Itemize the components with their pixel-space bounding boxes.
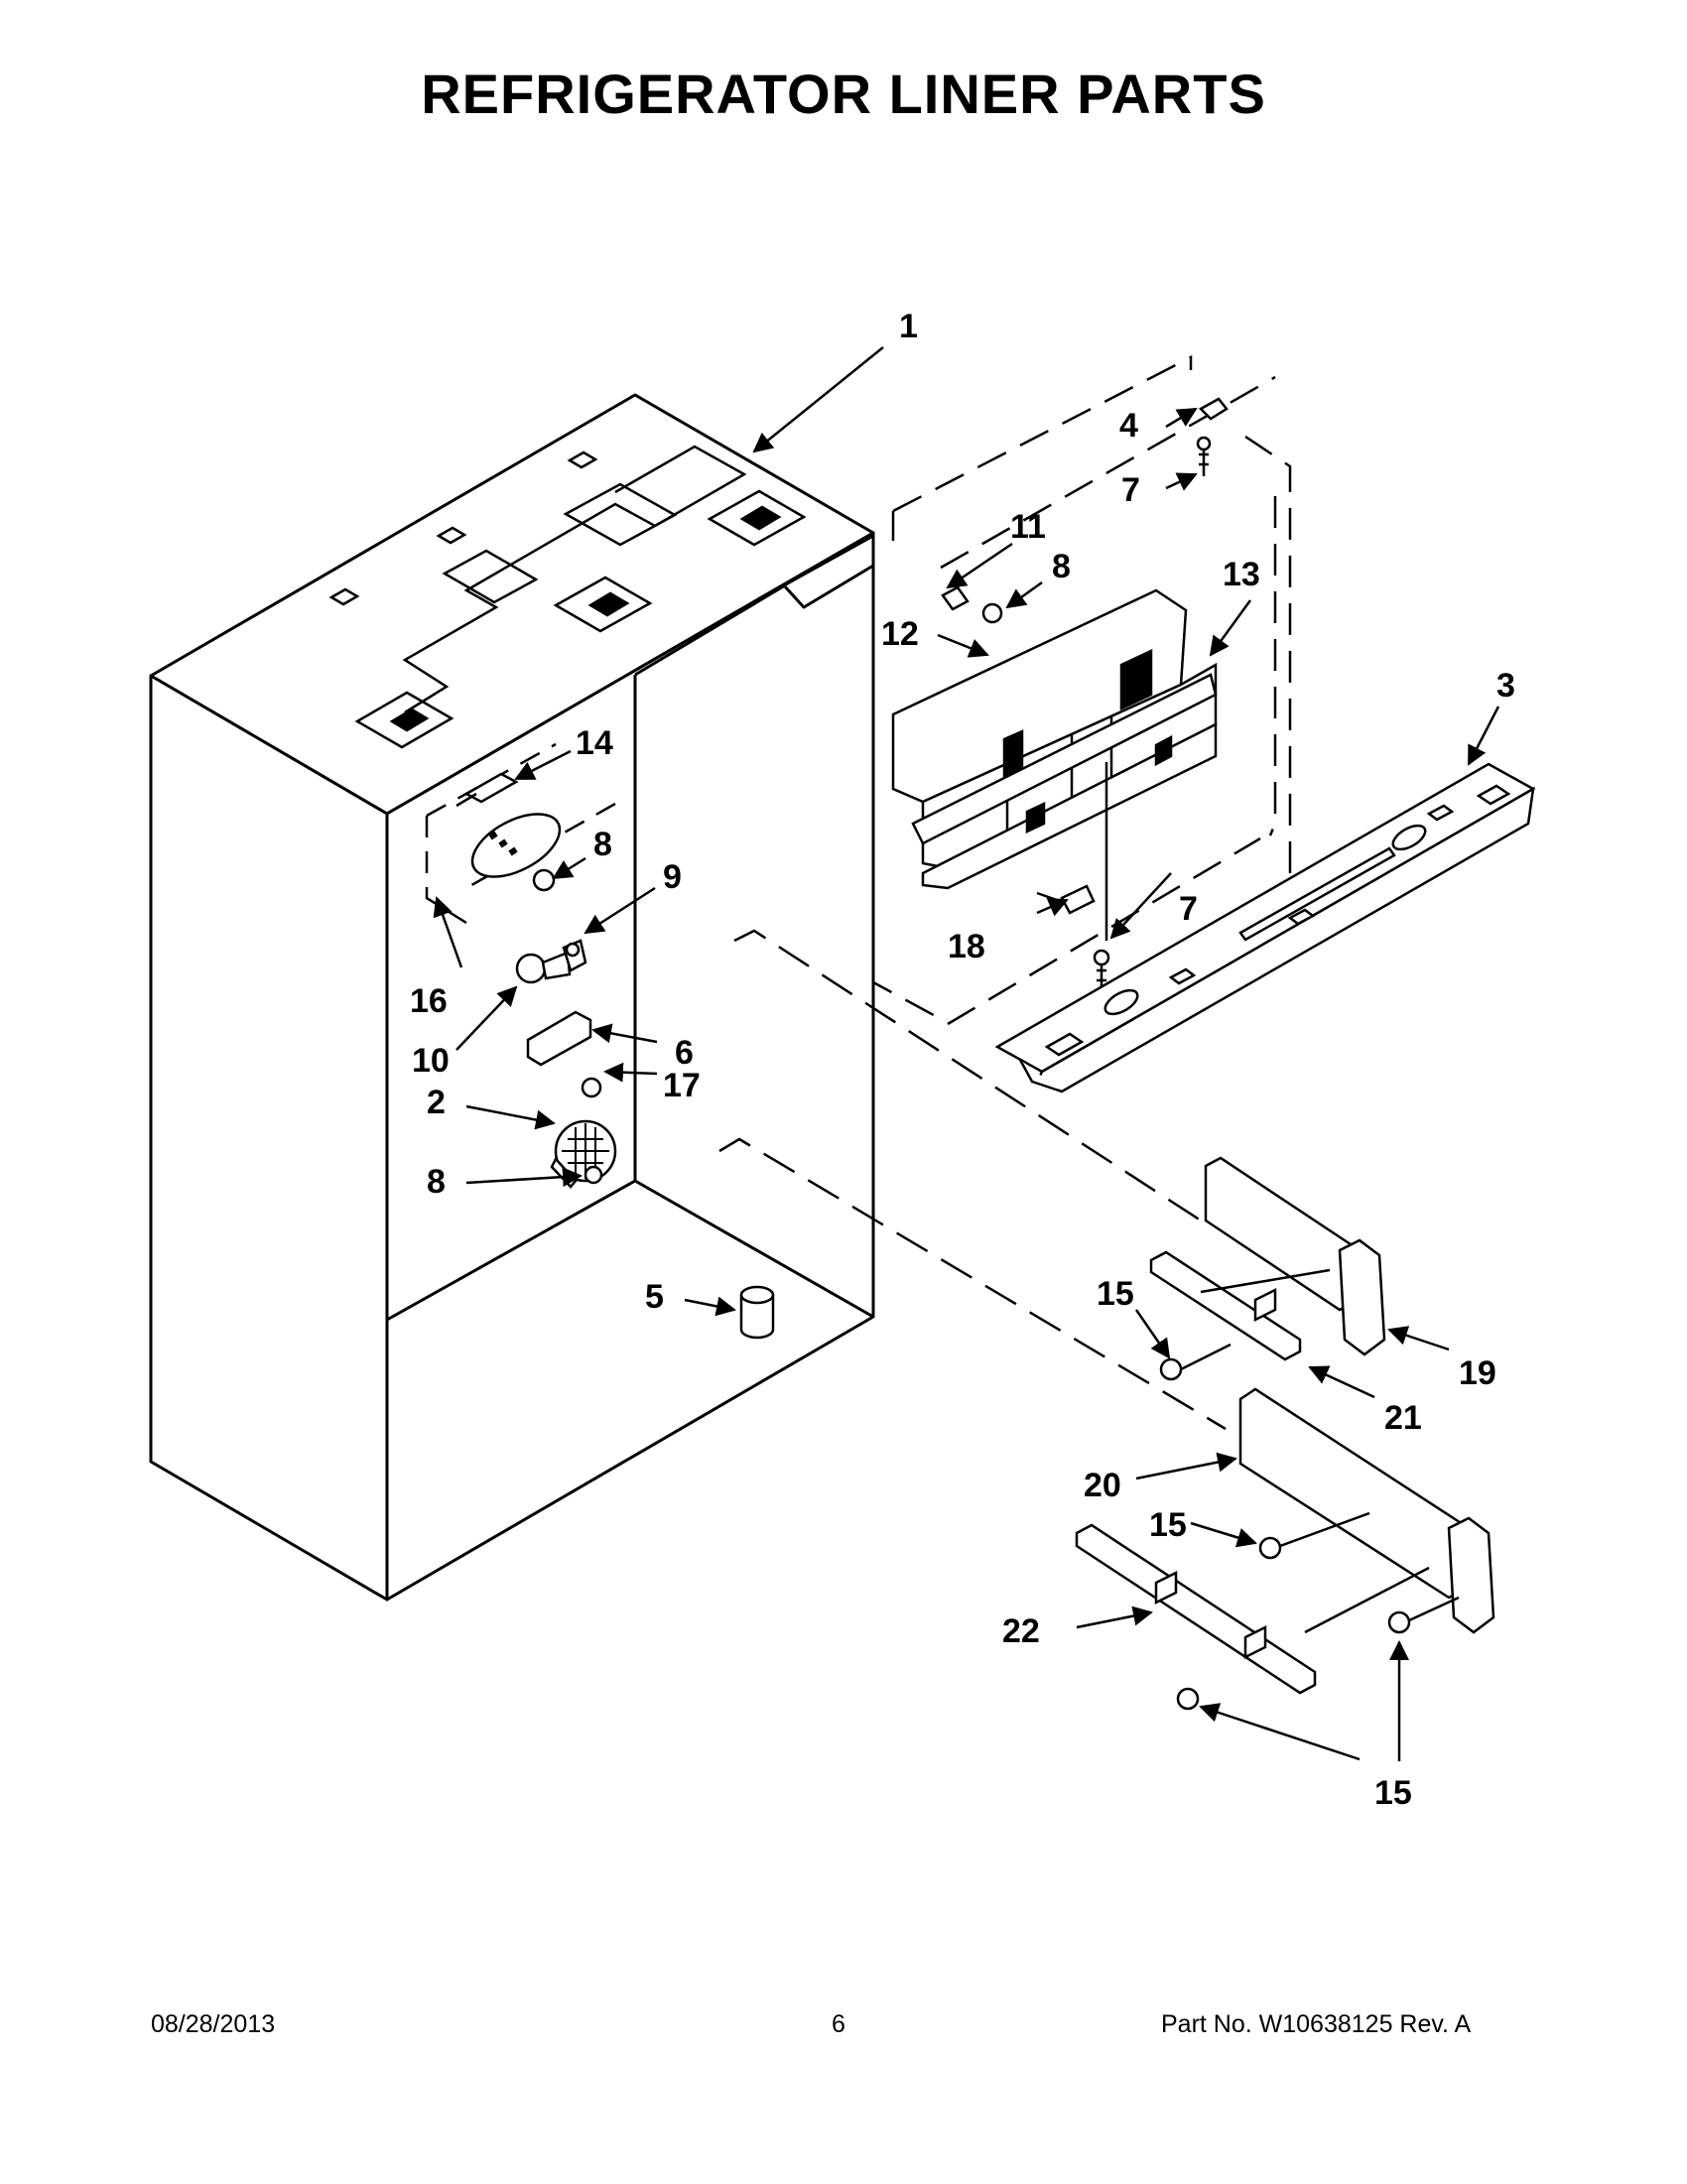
callout-22: 22 [1002,1612,1040,1650]
callout-10: 10 [412,1042,450,1080]
callout-7: 7 [1179,890,1198,928]
callout-1: 1 [899,308,918,345]
page-title: REFRIGERATOR LINER PARTS [421,63,1266,125]
callout-5: 5 [645,1278,664,1316]
footer-date: 08/28/2013 [151,2010,276,2038]
callout-15: 15 [1149,1506,1187,1544]
footer-part-number: Part No. W10638125 Rev. A [1161,2010,1472,2038]
callout-8: 8 [1052,548,1071,585]
callout-14: 14 [576,724,613,762]
callout-11: 11 [1010,508,1046,546]
callout-15: 15 [1097,1275,1134,1313]
callout-21: 21 [1384,1399,1422,1437]
callout-6: 6 [675,1034,694,1072]
small-parts-left [515,868,775,1340]
light-housing-group [425,742,616,925]
callout-18: 18 [948,928,985,965]
callout-16: 16 [410,982,448,1020]
callout-3: 3 [1496,667,1515,705]
front-rail [994,762,1536,1093]
footer-page-number: 6 [832,2010,845,2038]
leader-arrows [433,346,1500,1761]
upper-right-outline [871,354,1292,1026]
callout-2: 2 [427,1084,446,1121]
small-parts-right [941,397,1229,992]
lower-slide-assembly [1075,1387,1495,1711]
top-wiring [328,445,807,749]
callout-19: 19 [1459,1354,1496,1392]
callout-9: 9 [663,858,682,896]
callout-20: 20 [1084,1467,1121,1504]
callout-7: 7 [1121,471,1140,509]
callout-15: 15 [1374,1774,1412,1812]
upper-slide-assembly [1149,1156,1386,1381]
callout-17: 17 [663,1067,701,1104]
callout-8: 8 [593,826,612,863]
callout-13: 13 [1223,556,1260,593]
crisper-cover [891,588,1218,890]
lower-outline [718,929,1227,1431]
callout-12: 12 [881,615,919,653]
callout-labels: 1 4 7 11 8 12 13 3 14 8 9 16 10 6 17 2 8… [410,308,1515,1812]
liner-box [149,393,875,1602]
callout-8: 8 [427,1163,446,1201]
callout-4: 4 [1119,407,1138,445]
